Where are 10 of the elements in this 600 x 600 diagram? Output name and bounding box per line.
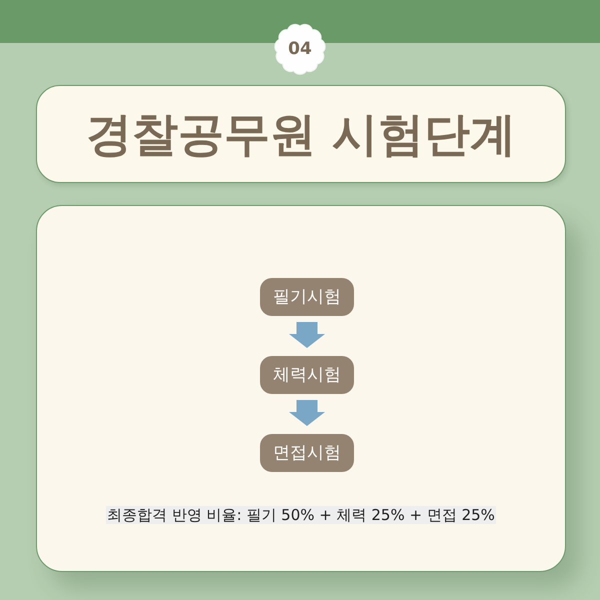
process-step <box>260 278 354 316</box>
cloud-badge <box>273 22 327 76</box>
step-label: 면접시험 <box>273 443 341 463</box>
note-text: 최종합격 반영 비율: 필기 50% + 체력 25% + 면접 25% <box>106 506 496 524</box>
process-step <box>260 356 354 394</box>
step-label: 체력시험 <box>273 365 341 385</box>
step-label: 필기시험 <box>273 287 341 307</box>
title-text: 경찰공무원 시험단계 <box>86 108 516 160</box>
process-step <box>260 434 354 472</box>
badge-number: 04 <box>288 39 312 59</box>
